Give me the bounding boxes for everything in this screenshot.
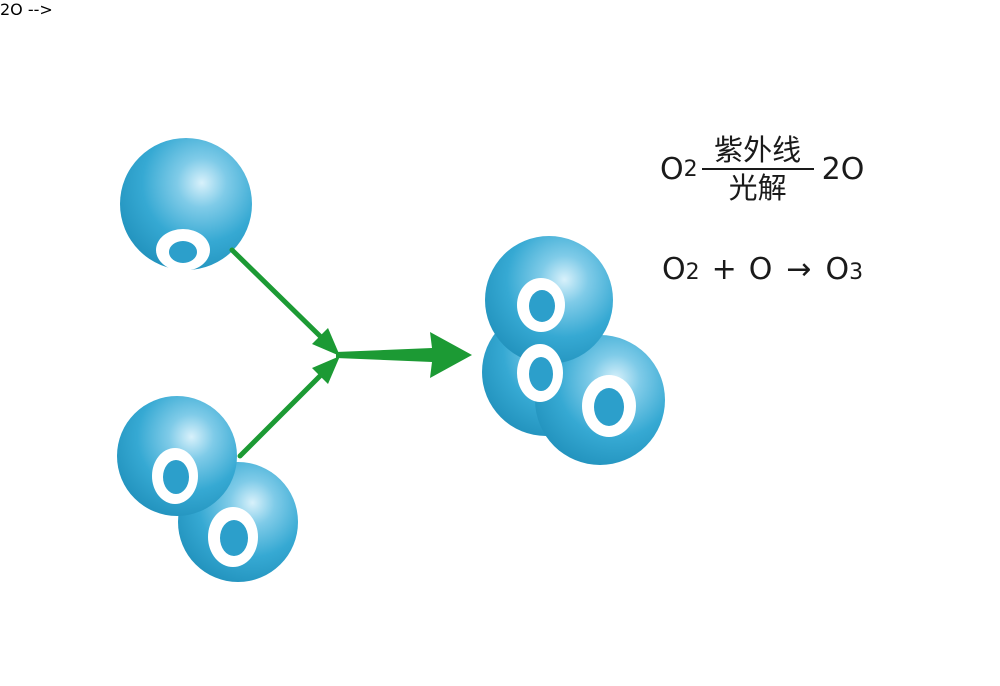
reaction-arrows: [229, 247, 472, 459]
reaction-condition: 紫外线 光解: [701, 132, 814, 206]
oxygen-atom: [120, 138, 252, 271]
condition-top-label: 紫外线: [714, 133, 802, 167]
condition-bar: [701, 168, 814, 170]
formation-reactant1-subscript: 2: [685, 260, 700, 285]
yield-arrow: →: [786, 252, 812, 287]
photolysis-product: 2O: [821, 151, 865, 187]
photolysis-reactant: O: [660, 151, 684, 187]
plus-sign: +: [711, 252, 737, 287]
arrow-from-atom-head: [312, 328, 340, 356]
photolysis-reactant-subscript: 2: [683, 156, 698, 182]
arrow-to-ozone: [336, 332, 472, 378]
oxygen-molecule: [117, 396, 298, 582]
formation-product-subscript: 3: [849, 260, 864, 285]
condition-bottom-label: 光解: [728, 171, 787, 205]
formation-reactant1: O: [662, 252, 686, 287]
ozone-molecule: [482, 236, 665, 465]
arrow-from-molecule-head: [312, 356, 340, 384]
formation-reactant2: O: [748, 252, 773, 287]
arrow-from-atom: [229, 247, 325, 341]
formation-product: O: [825, 252, 850, 287]
arrow-from-molecule: [237, 371, 325, 459]
